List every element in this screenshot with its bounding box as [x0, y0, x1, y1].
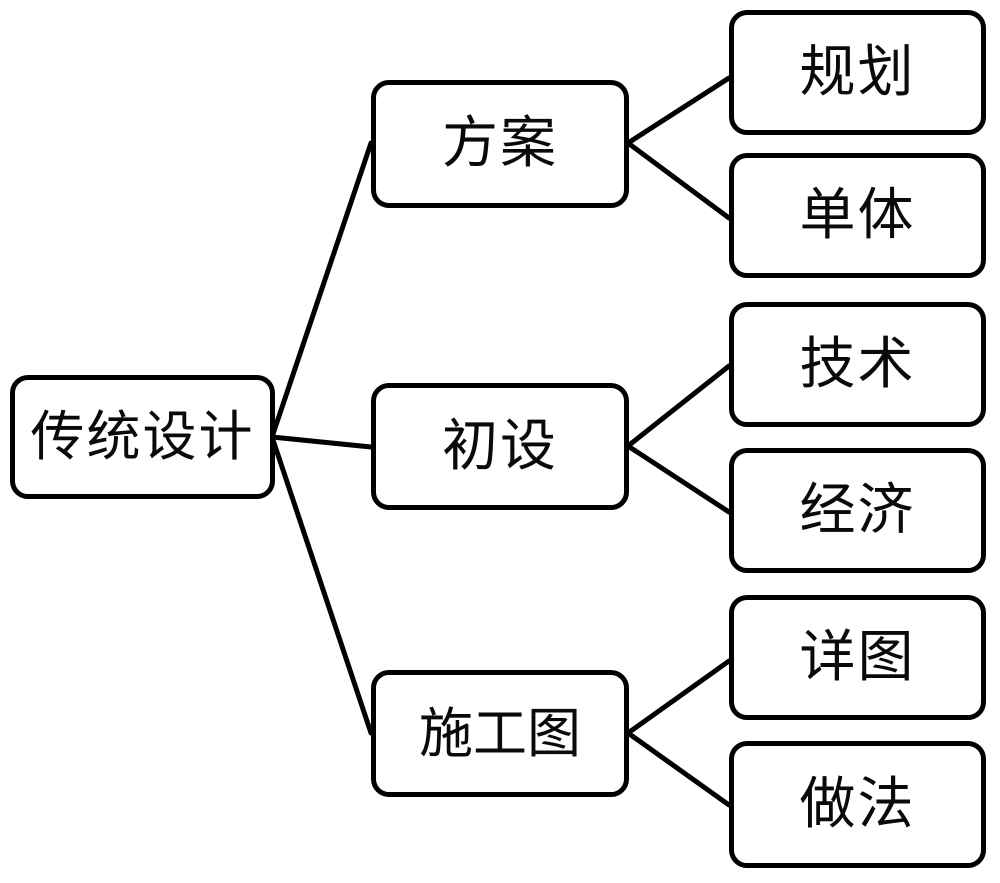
edge-chushe-to-jingji	[625, 443, 732, 515]
node-danti[interactable]: 单体	[729, 153, 986, 278]
node-danti-label: 单体	[799, 182, 916, 248]
node-root-label: 传统设计	[30, 405, 255, 468]
edge-fangan-to-guihua	[625, 75, 732, 146]
node-jishu-label: 技术	[799, 331, 916, 397]
node-root[interactable]: 传统设计	[10, 375, 275, 499]
node-jingji-label: 经济	[799, 477, 916, 543]
edge-root-to-fangan	[269, 140, 374, 440]
node-chushe[interactable]: 初设	[371, 383, 629, 510]
edge-root-to-chushe	[269, 434, 374, 450]
node-jishu[interactable]: 技术	[729, 302, 986, 427]
edge-root-to-shigongtu	[269, 434, 374, 736]
node-xiangtu-label: 详图	[799, 624, 916, 690]
node-xiangtu[interactable]: 详图	[729, 595, 986, 720]
node-zuofa-label: 做法	[799, 771, 916, 837]
edge-shigongtu-to-xiangtu	[625, 658, 732, 736]
edge-chushe-to-jishu	[625, 363, 732, 449]
node-fangan-label: 方案	[442, 111, 558, 176]
node-shigongtu[interactable]: 施工图	[371, 670, 629, 797]
node-zuofa[interactable]: 做法	[729, 741, 986, 868]
node-shigongtu-label: 施工图	[419, 701, 581, 765]
node-guihua[interactable]: 规划	[729, 10, 986, 135]
node-guihua-label: 规划	[799, 39, 916, 105]
node-fangan[interactable]: 方案	[371, 80, 629, 208]
node-jingji[interactable]: 经济	[729, 448, 986, 573]
edge-fangan-to-danti	[625, 140, 732, 221]
node-chushe-label: 初设	[442, 413, 558, 479]
edge-shigongtu-to-zuofa	[625, 730, 732, 808]
